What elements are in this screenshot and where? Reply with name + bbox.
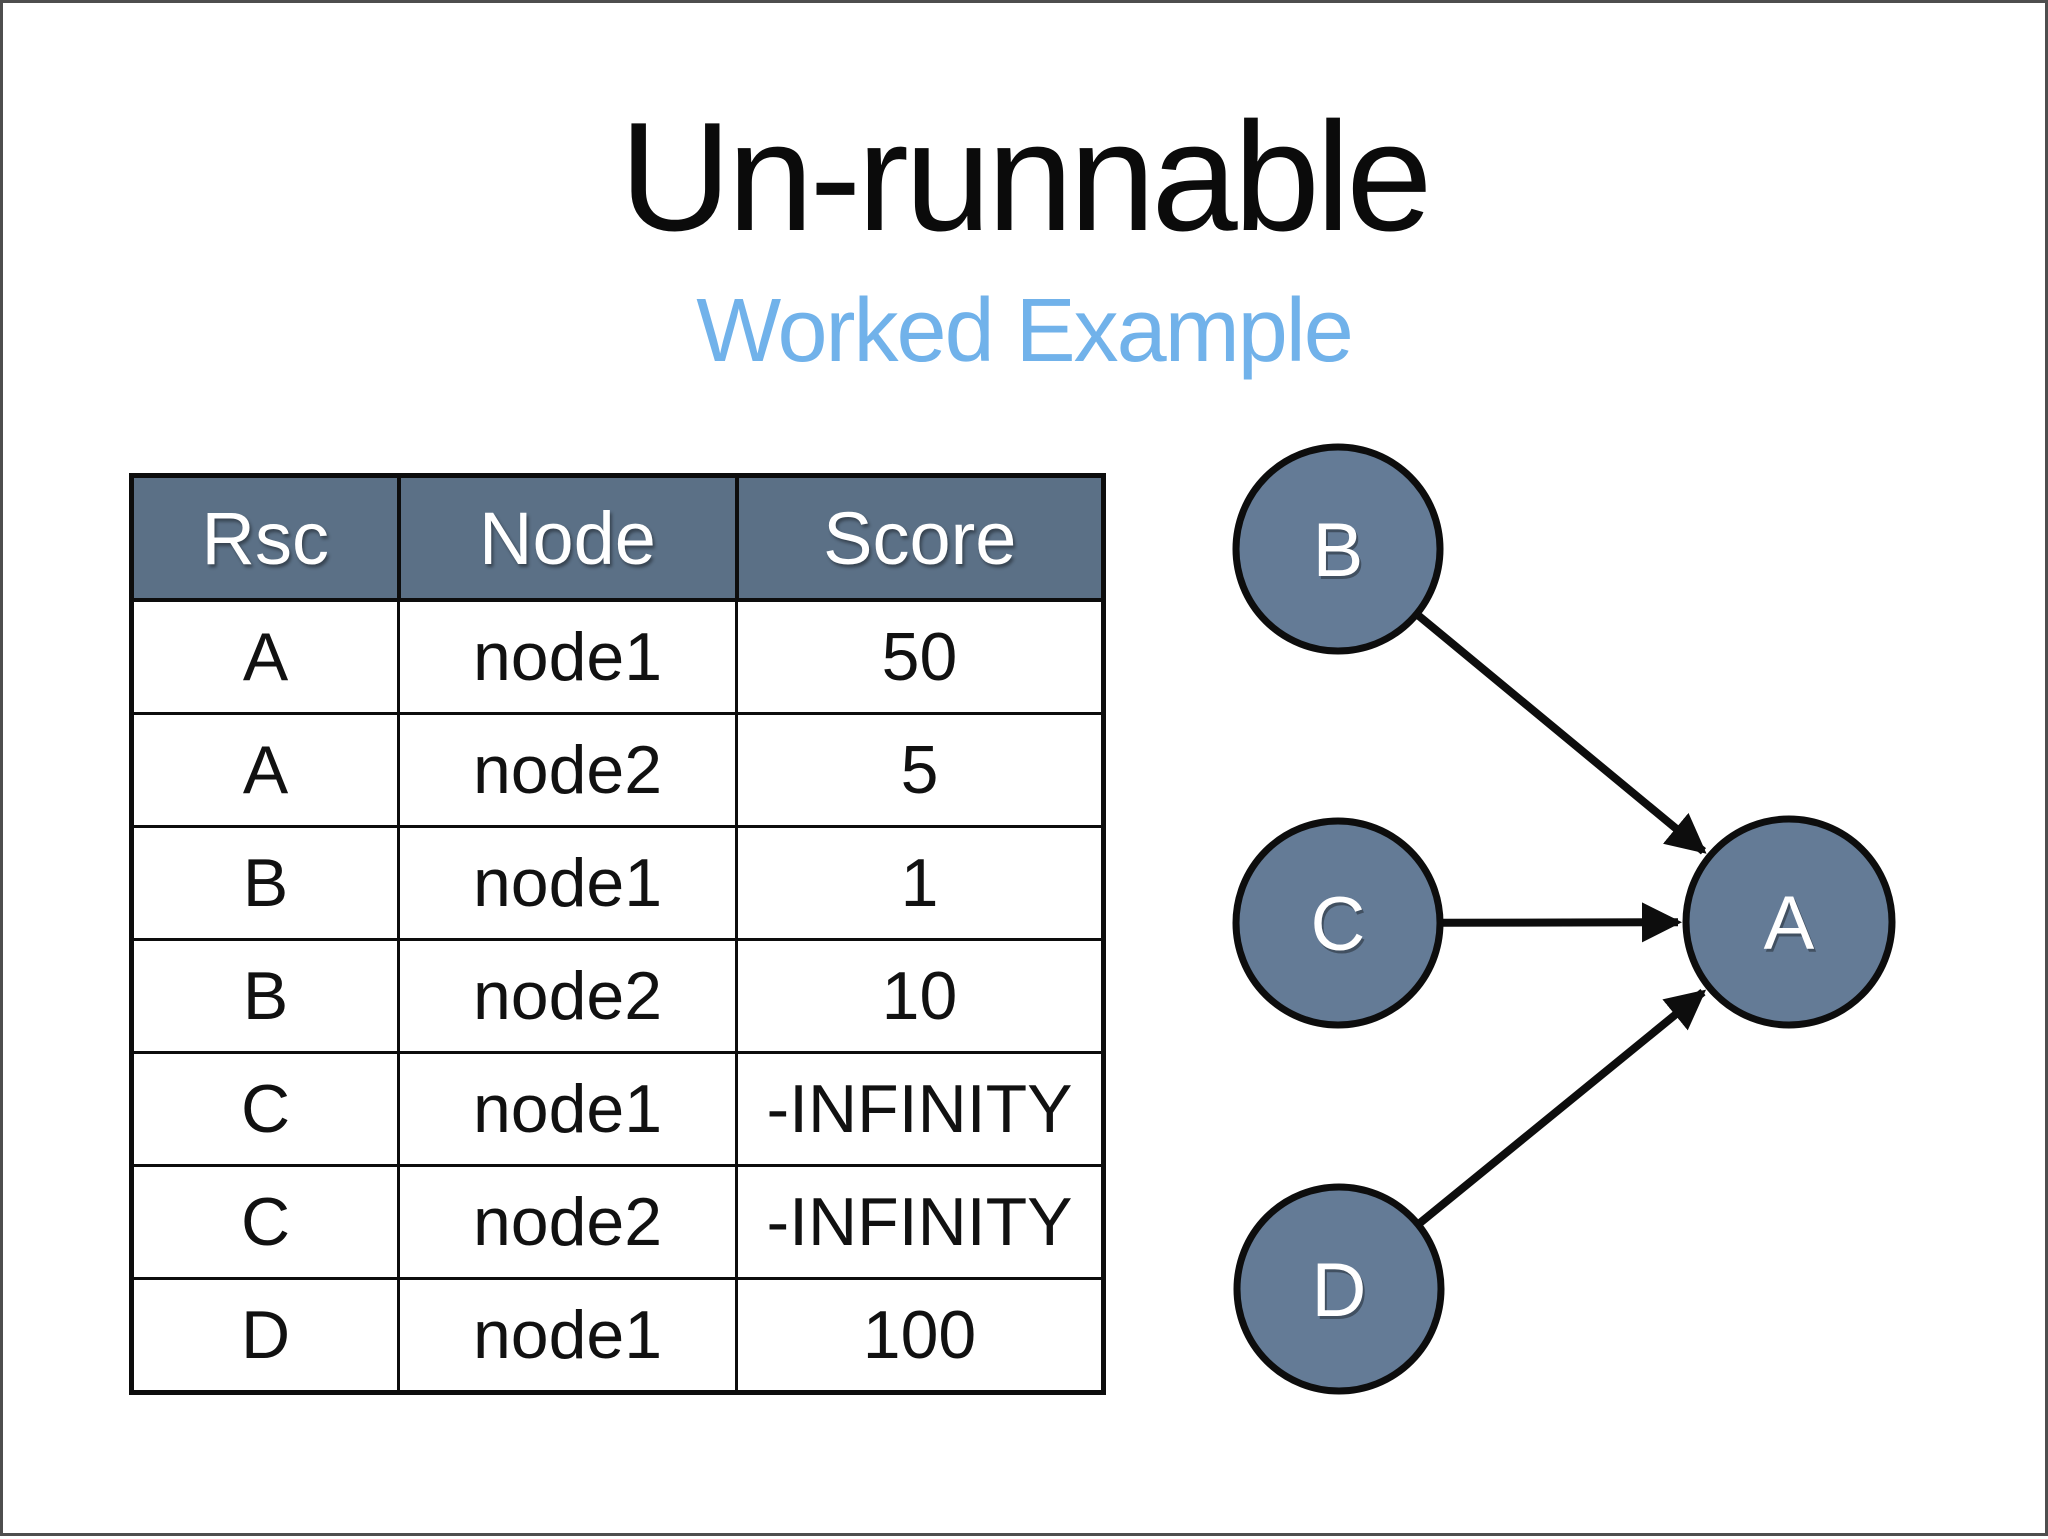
table-cell: C [130, 1164, 400, 1280]
table-cell: A [130, 712, 400, 828]
table-cell: 100 [735, 1277, 1105, 1394]
table-cell: node2 [397, 1164, 738, 1280]
table-cell: -INFINITY [735, 1051, 1105, 1167]
graph-node-label-shadow: C [1313, 885, 1368, 970]
table-cell: node1 [397, 598, 738, 715]
column-header: Rsc [129, 473, 401, 602]
edge-C-to-A [1441, 902, 1683, 943]
table-cell: -INFINITY [735, 1164, 1105, 1280]
table-cell: 50 [735, 598, 1105, 715]
graph-node-label: C [1311, 882, 1366, 967]
table-cell: node1 [397, 1277, 738, 1394]
graph-node-label-shadow: B [1315, 511, 1366, 596]
table-cell: B [130, 938, 400, 1054]
edge-B-to-A [1415, 612, 1707, 855]
graph-edges [1415, 612, 1707, 1227]
table-cell: D [130, 1277, 400, 1394]
column-header: Score [734, 473, 1106, 602]
graph-node-label: B [1313, 508, 1364, 593]
slide-subtitle: Worked Example [696, 281, 1354, 381]
table-cell: 1 [735, 825, 1105, 941]
table-cell: node2 [397, 712, 738, 828]
table-cell: 5 [735, 712, 1105, 828]
graph-node-label: A [1764, 881, 1815, 966]
table-cell: node2 [397, 938, 738, 1054]
graph-node-B [1232, 443, 1444, 655]
table-cell: C [130, 1051, 400, 1167]
table-cell: 10 [735, 938, 1105, 1054]
table-cell: node1 [397, 1051, 738, 1167]
table-cell: node1 [397, 825, 738, 941]
graph-node-label: D [1312, 1248, 1367, 1333]
edge-D-to-A [1417, 989, 1707, 1227]
slide-title: Un-runnable [619, 90, 1432, 263]
graph-node-label-shadow: A [1766, 884, 1817, 969]
graph-node-A [1682, 815, 1896, 1029]
graph-node-label-shadow: D [1314, 1251, 1369, 1336]
graph-node-C [1232, 817, 1444, 1029]
table-cell: B [130, 825, 400, 941]
table-cell: A [130, 598, 400, 715]
graph-node-D [1233, 1183, 1445, 1395]
column-header: Node [396, 473, 739, 602]
